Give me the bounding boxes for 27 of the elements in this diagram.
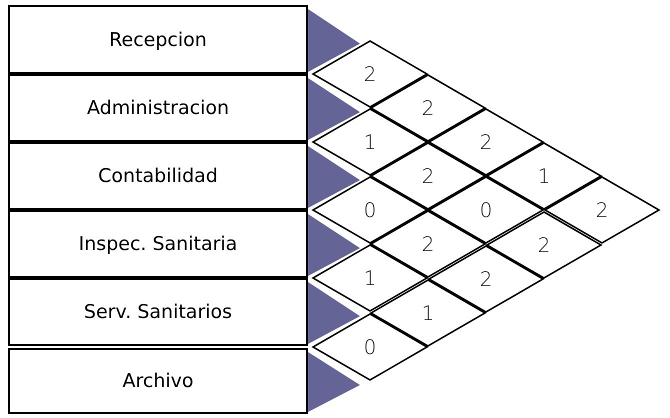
rating-value: 1 <box>364 266 376 290</box>
department-name: Contabilidad <box>98 165 218 187</box>
rating-value: 2 <box>422 96 434 120</box>
rating-value: 0 <box>364 198 376 222</box>
department-name: Inspec. Sanitaria <box>78 233 238 255</box>
rating-value: 1 <box>538 164 550 188</box>
rating-value: 2 <box>596 198 608 222</box>
department-box <box>8 5 308 74</box>
rating-value: 2 <box>422 232 434 256</box>
department-name: Recepcion <box>109 28 207 50</box>
department-box <box>8 278 308 346</box>
rating-value: 2 <box>364 62 376 86</box>
department-name: Administracion <box>86 97 230 119</box>
department-box <box>8 210 308 278</box>
department-box <box>8 142 308 210</box>
rating-value: 1 <box>364 130 376 154</box>
rating-value: 2 <box>538 232 550 256</box>
rating-value: 2 <box>422 164 434 188</box>
rating-value: 0 <box>480 198 492 222</box>
rating-value: 0 <box>364 334 376 358</box>
department-box <box>8 74 308 142</box>
department-name: Serv. Sanitarios <box>84 301 232 323</box>
department-name: Archivo <box>122 370 194 392</box>
rating-value: 1 <box>422 300 434 324</box>
rating-value: 2 <box>480 266 492 290</box>
department-box <box>8 348 308 414</box>
rating-value: 2 <box>480 130 492 154</box>
